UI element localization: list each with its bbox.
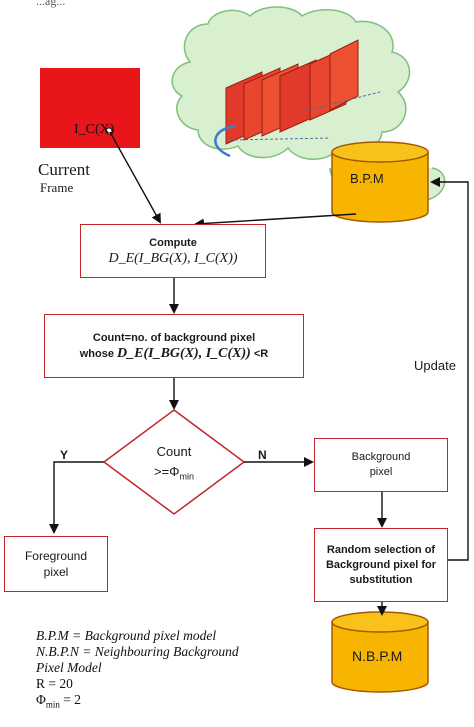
compute-box: Compute D_E(I_BG(X), I_C(X)) — [80, 224, 266, 278]
decision-subscript: min — [179, 471, 195, 482]
decision-operator: >=Φ — [153, 464, 180, 479]
decision-line1: Count — [156, 444, 192, 459]
legend: B.P.M = Background pixel model N.B.P.N =… — [36, 628, 239, 713]
foreground-line1: Foreground — [24, 549, 88, 563]
connectors — [49, 131, 469, 616]
bpm-label: B.P.M — [350, 171, 384, 186]
legend-phi-sub: min — [45, 699, 60, 710]
nbpm-label: N.B.P.M — [352, 648, 403, 664]
compute-formula: D_E(I_BG(X), I_C(X)) — [108, 250, 238, 266]
decision-diamond — [102, 409, 246, 515]
legend-phi: Φmin = 2 — [36, 692, 239, 713]
model-sample-frames — [214, 39, 381, 158]
branch-no-label: N — [258, 448, 267, 462]
background-box: Background pixel — [314, 438, 448, 492]
count-prefix: whose — [79, 347, 114, 360]
pixel-label-text: I_C(X) — [74, 122, 115, 137]
decision-line2: >=Φmin — [134, 462, 214, 487]
count-suffix: <R — [253, 347, 269, 360]
current-frame-subtitle: Frame — [40, 180, 74, 195]
current-frame-image — [40, 68, 140, 148]
current-pixel-label: I_C(X) — [74, 122, 114, 138]
arrow-decision-yes — [49, 461, 104, 534]
legend-nbpn-1: N.B.P.N = Neighbouring Background — [36, 644, 239, 659]
branch-yes-label: Y — [60, 448, 69, 462]
count-box: Count=no. of background pixel whose D_E(… — [44, 314, 304, 378]
arrow-bpm-to-compute — [194, 213, 357, 229]
arrow-update-loop — [430, 177, 469, 561]
legend-phi-symbol: Φ — [36, 692, 46, 707]
random-line2: Background pixel for — [325, 558, 437, 571]
foreground-line2: pixel — [43, 565, 69, 579]
header-fragment: ...ag... — [36, 0, 66, 8]
bpm-database — [331, 141, 429, 223]
decision-text: Count >=Φmin — [134, 442, 214, 487]
random-line1: Random selection of — [326, 543, 436, 556]
legend-nbpn-2: Pixel Model — [36, 660, 102, 675]
background-line2: pixel — [369, 466, 393, 478]
legend-r: R = 20 — [36, 676, 73, 691]
count-line1: Count=no. of background pixel — [92, 331, 256, 344]
current-frame-title: Current — [38, 160, 90, 179]
update-label: Update — [414, 358, 456, 373]
arrow-pixel-to-compute — [109, 131, 161, 224]
random-selection-box: Random selection of Background pixel for… — [314, 528, 448, 602]
background-line1: Background — [351, 451, 411, 463]
count-line2: whose D_E(I_BG(X), I_C(X)) <R — [80, 346, 269, 362]
random-line3: substitution — [349, 573, 413, 586]
legend-phi-value: = 2 — [59, 692, 82, 707]
legend-bpm: B.P.M = Background pixel model — [36, 628, 217, 643]
count-formula: D_E(I_BG(X), I_C(X)) — [117, 345, 251, 361]
compute-title: Compute — [149, 236, 197, 249]
nbpm-database — [331, 611, 429, 693]
foreground-box: Foreground pixel — [4, 536, 108, 592]
